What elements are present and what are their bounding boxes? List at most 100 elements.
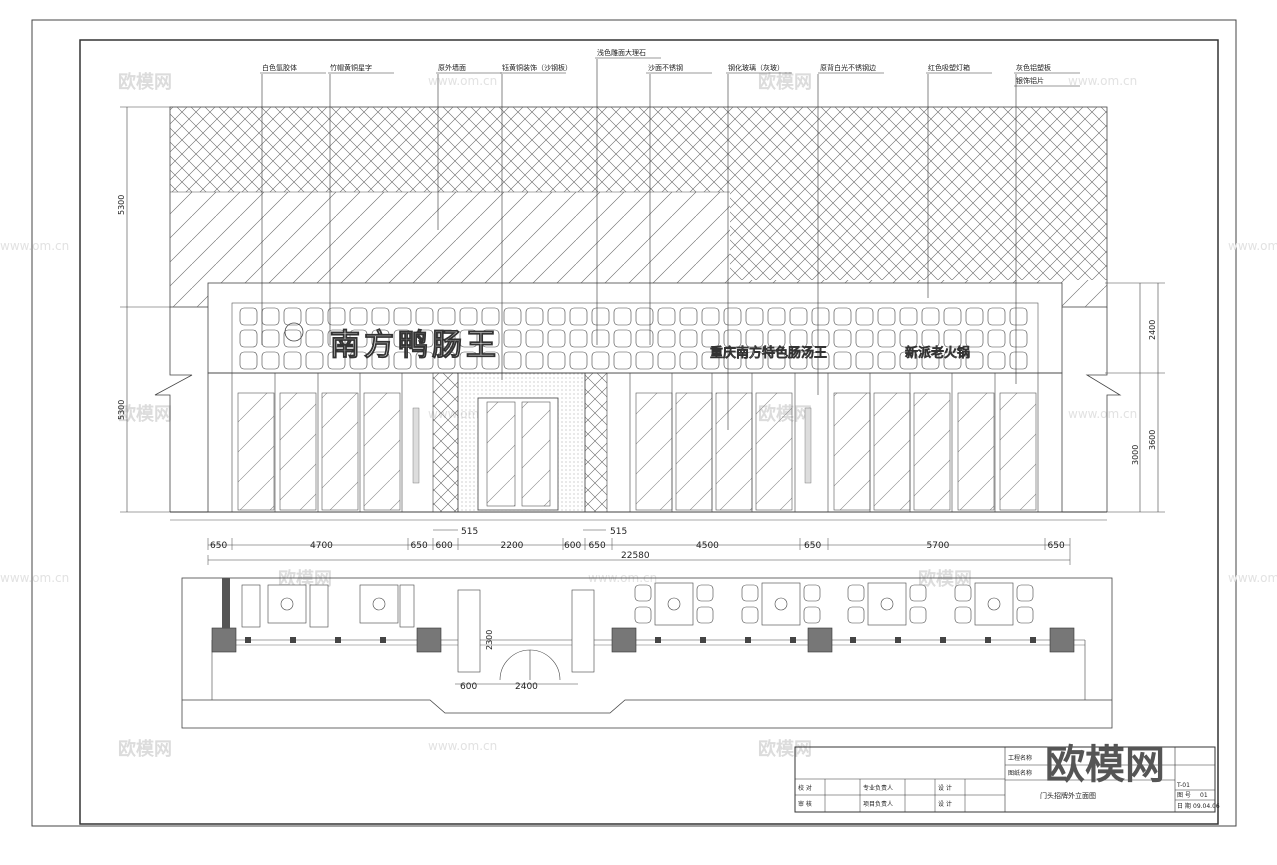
floor-plan: 2400 600 2300: [181, 577, 1113, 729]
hotpot-icon: [774, 597, 788, 611]
corner-logo-watermark: 欧模网: [1045, 742, 1165, 788]
sign-tile: [767, 351, 786, 370]
sign-tile: [965, 329, 984, 348]
sign-tile: [481, 329, 500, 348]
sign-tile: [525, 329, 544, 348]
tb-sheet-label: 图 号: [1177, 792, 1191, 799]
sign-tile: [833, 351, 852, 370]
mullion-post: [655, 637, 661, 643]
sign-tile: [261, 329, 280, 348]
chair: [909, 584, 927, 602]
sign-tile: [305, 307, 324, 326]
title-block: 校 对 审 核 专业负责人 项目负责人 设 计 设 计 工程名称 图纸名称 门头…: [794, 742, 1220, 813]
callout-label: 竹帽黄铜星字: [330, 63, 372, 72]
chair: [954, 584, 972, 602]
chair: [803, 606, 821, 624]
vertical-dimensions: 5300 5300 2400 3000 3600: [117, 106, 1165, 513]
callout-label: 钰黄铜装饰（沙钢板）: [502, 63, 572, 72]
mullion-post: [245, 637, 251, 643]
sign-tile: [459, 351, 478, 370]
sign-tile: [789, 351, 808, 370]
column: [1049, 627, 1075, 653]
callout-label: 红色吸塑灯箱: [928, 63, 970, 72]
sign-tile: [855, 329, 874, 348]
sign-tile: [679, 307, 698, 326]
sign-tile: [877, 329, 896, 348]
sign-tile: [965, 351, 984, 370]
sign-tile: [745, 307, 764, 326]
sign-sub-right: 新派老火锅: [905, 345, 970, 361]
watermark-text: 欧模网: [918, 568, 972, 590]
sign-tile: [833, 307, 852, 326]
callout-label: 银饰铝片: [1016, 76, 1044, 85]
sign-tile: [635, 307, 654, 326]
mullion-post: [940, 637, 946, 643]
tb-design-label: 设 计: [938, 784, 952, 792]
sign-tile: [943, 351, 962, 370]
sign-tile: [591, 351, 610, 370]
sign-tile: [1009, 307, 1028, 326]
plan-dim-side: 600: [460, 682, 477, 692]
sign-tile: [657, 329, 676, 348]
hotpot-icon: [880, 597, 894, 611]
dim-right-sign: 2400: [1148, 320, 1157, 340]
sign-tile: [547, 307, 566, 326]
chair: [741, 584, 759, 602]
tb-code: T-01: [1176, 782, 1190, 789]
sign-tile: [327, 329, 346, 348]
glass-panel: [279, 392, 317, 511]
column: [211, 627, 237, 653]
sign-tile: [921, 307, 940, 326]
dim-right-total: 3600: [1148, 430, 1157, 450]
sign-tile: [437, 307, 456, 326]
chair: [696, 584, 714, 602]
chair: [847, 606, 865, 624]
sign-tile: [503, 329, 522, 348]
sign-tile: [525, 307, 544, 326]
sign-tile: [371, 307, 390, 326]
wall-segment: [222, 578, 230, 628]
chair: [634, 584, 652, 602]
glass-panel: [321, 392, 359, 511]
counter: [457, 589, 481, 673]
tb-drawing-title: 门头招牌外立面图: [1040, 791, 1096, 800]
sign-logo-icon: [284, 322, 304, 342]
sign-tile: [635, 351, 654, 370]
sign-tile: [503, 307, 522, 326]
sign-tile: [987, 351, 1006, 370]
sign-tile: [283, 329, 302, 348]
watermark-text: 欧模网: [278, 568, 332, 590]
sign-tile: [393, 351, 412, 370]
counter: [571, 589, 595, 673]
tb-specialist-label: 专业负责人: [863, 784, 893, 792]
watermark-url: www.om.cn: [1228, 239, 1277, 253]
dim-label: 650: [589, 541, 606, 551]
glass-panel: [873, 392, 911, 511]
sign-tile: [305, 351, 324, 370]
sign-tile: [855, 351, 874, 370]
sign-tile: [811, 329, 830, 348]
sign-tile: [921, 351, 940, 370]
glass-panel: [237, 392, 275, 511]
material-callouts: 白色氩胶体竹帽黄铜星字原外墙面钰黄铜装饰（沙钢板）浅色雕面大理石沙面不锈钢钢化玻…: [260, 48, 1080, 430]
sign-tile: [283, 351, 302, 370]
vertical-sign-strip: [804, 407, 812, 484]
sign-tile: [239, 351, 258, 370]
sign-tile: [767, 307, 786, 326]
column: [416, 627, 442, 653]
mullion-post: [790, 637, 796, 643]
sign-tile: [701, 351, 720, 370]
sign-tile: [855, 307, 874, 326]
mullion-post: [895, 637, 901, 643]
sign-tile: [833, 329, 852, 348]
dining-table: [267, 584, 307, 624]
sign-tile: [679, 351, 698, 370]
hotpot-icon: [372, 597, 386, 611]
glass-panel: [635, 392, 673, 511]
sign-tile: [437, 329, 456, 348]
door-leaf-left: [486, 401, 516, 507]
watermark-text: 欧模网: [758, 738, 812, 760]
door-swing: [529, 649, 561, 681]
